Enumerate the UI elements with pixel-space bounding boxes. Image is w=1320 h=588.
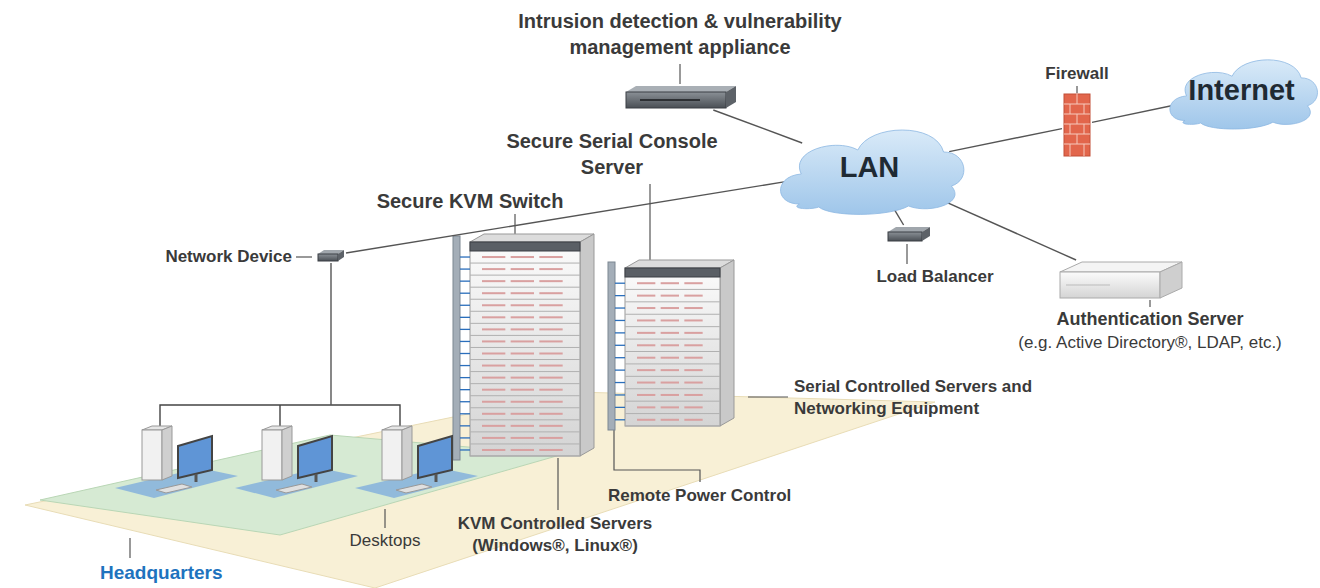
cloud-label: LAN — [840, 149, 900, 187]
leader-line — [679, 64, 680, 84]
leader-line — [557, 458, 558, 510]
device-label: Intrusion detection & vulnerability mana… — [500, 8, 860, 60]
site-label: Headquarters — [100, 561, 270, 586]
label-holder: Secure KVM Switch — [345, 188, 595, 214]
device-label: (e.g. Active Directory®, LDAP, etc.) — [990, 332, 1310, 354]
desktop-computer — [115, 426, 238, 498]
device-label: Load Balancer — [845, 266, 1025, 288]
load-balancer-icon — [888, 227, 930, 241]
power-strip — [453, 236, 470, 460]
device-label: Secure KVM Switch — [345, 188, 595, 214]
firewall-icon — [1064, 94, 1090, 156]
ids-appliance — [626, 86, 736, 108]
label-holder: Serial Controlled Servers and Networking… — [794, 376, 1039, 420]
ids-appliance: Intrusion detection & vulnerability mana… — [624, 86, 738, 110]
label-holder: Remote Power Control — [608, 485, 823, 507]
device-label: Serial Controlled Servers and Networking… — [794, 376, 1039, 420]
device-label: Desktops — [315, 530, 455, 552]
internet-cloud: Internet — [1163, 50, 1320, 132]
desktop-computer — [355, 426, 478, 498]
network-link — [931, 196, 1076, 260]
leader-line — [649, 184, 650, 262]
power-strip — [608, 262, 625, 430]
network-device-icon — [318, 250, 344, 261]
leader-line — [514, 214, 515, 234]
leader-line — [384, 509, 385, 528]
leader-line — [129, 538, 130, 558]
label-holder: Headquarters — [100, 561, 270, 586]
authentication-server: Authentication Server(e.g. Active Direct… — [1058, 260, 1184, 300]
serial-rack — [625, 260, 734, 426]
text-holder: (e.g. Active Directory®, LDAP, etc.) — [990, 332, 1310, 354]
text-holder: Load Balancer — [845, 266, 1025, 288]
device-label: Firewall — [1017, 63, 1137, 85]
device-label: KVM Controlled Servers (Windows®, Linux®… — [440, 513, 670, 557]
network-link — [1092, 104, 1177, 122]
leader-line — [1076, 86, 1077, 93]
kvm-rack — [470, 234, 594, 456]
device-label: Remote Power Control — [608, 485, 823, 507]
network-link — [713, 110, 802, 143]
text-holder: Firewall — [1017, 63, 1137, 85]
label-holder: KVM Controlled Servers (Windows®, Linux®… — [440, 513, 670, 557]
leader-line — [906, 244, 907, 264]
load-balancer: Load Balancer — [886, 225, 932, 243]
device-label: Network Device — [112, 246, 292, 268]
label-holder: Secure Serial Console Server — [487, 128, 737, 180]
cloud-label: Internet — [1188, 72, 1294, 110]
desktop-computer — [235, 426, 358, 498]
device-label: Authentication Server — [1020, 308, 1280, 331]
text-holder: Network Device — [112, 246, 292, 268]
text-holder: Desktops — [315, 530, 455, 552]
network-link — [949, 129, 1062, 152]
lan-cloud: LAN — [772, 118, 967, 218]
text-holder: LAN — [772, 118, 967, 218]
network-device: Network Device — [316, 248, 346, 263]
auth-server-icon — [1060, 262, 1182, 298]
text-holder: Internet — [1163, 50, 1320, 132]
leader-line — [614, 426, 700, 482]
network-link — [330, 263, 331, 405]
leader-line — [1149, 300, 1150, 307]
text-holder: Intrusion detection & vulnerability mana… — [500, 8, 860, 60]
leader-line — [748, 396, 788, 397]
text-holder: Authentication Server — [1020, 308, 1280, 331]
desktop-wiring — [160, 405, 400, 428]
leader-line — [296, 256, 312, 257]
network-link — [346, 181, 787, 253]
firewall: Firewall — [1062, 93, 1092, 158]
device-label: Secure Serial Console Server — [487, 128, 737, 180]
